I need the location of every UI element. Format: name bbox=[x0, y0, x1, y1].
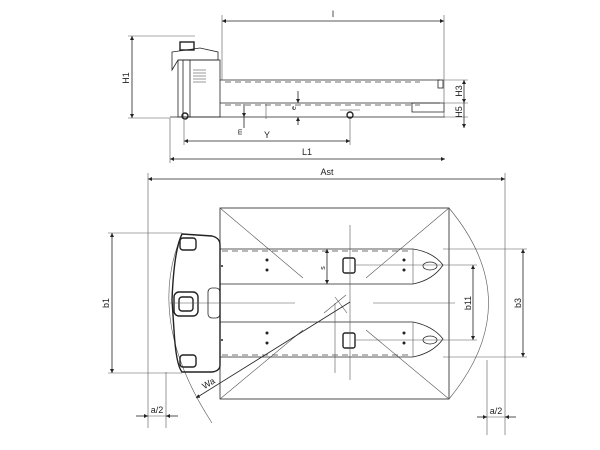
dimension-a2-right: a/2 bbox=[477, 360, 516, 435]
dim-label-b3: b3 bbox=[513, 298, 523, 308]
dimension-wa: Wa bbox=[195, 301, 351, 399]
steering-tiller-icon bbox=[173, 291, 199, 317]
dimension-b11: b11 bbox=[430, 264, 477, 341]
wheel-icon bbox=[179, 354, 197, 368]
centerlines bbox=[170, 225, 455, 380]
wheel-icon bbox=[179, 237, 197, 251]
dim-label-e: e bbox=[291, 106, 298, 110]
dimension-l: l bbox=[221, 9, 445, 117]
dimension-h3: H3 bbox=[444, 79, 468, 104]
dim-label-h3: H3 bbox=[454, 85, 464, 97]
dim-label-b11: b11 bbox=[463, 296, 473, 310]
dim-label-y: Y bbox=[264, 130, 270, 140]
dimension-h5: H5 bbox=[444, 103, 468, 128]
dimension-s: s bbox=[320, 249, 329, 284]
top-view: Ast b1 s b11 b3 Wa a bbox=[101, 167, 527, 435]
pallet-outline bbox=[219, 207, 450, 400]
dimension-b1: b1 bbox=[101, 232, 182, 374]
dimension-y: Y bbox=[183, 118, 351, 145]
load-roller-icon bbox=[342, 332, 356, 349]
dimension-ast: Ast bbox=[147, 167, 506, 435]
dim-label-h5: H5 bbox=[454, 106, 464, 118]
dim-label-wa: Wa bbox=[200, 376, 216, 391]
dim-label-a2-left: a/2 bbox=[151, 405, 164, 415]
dim-label-l1: L1 bbox=[302, 147, 312, 157]
load-roller-icon bbox=[342, 257, 356, 274]
dim-label-m: m bbox=[237, 129, 244, 135]
dimension-b3: b3 bbox=[443, 248, 527, 358]
dim-label-a2-right: a/2 bbox=[490, 406, 503, 416]
dimension-a2-left: a/2 bbox=[136, 372, 178, 428]
dim-label-h1: H1 bbox=[121, 72, 131, 84]
dim-label-b1: b1 bbox=[101, 298, 111, 308]
truck-body-side bbox=[171, 41, 221, 120]
dim-label-l: l bbox=[332, 9, 334, 19]
side-view: l H1 H3 H5 e m bbox=[121, 9, 468, 163]
dimension-m: m bbox=[237, 104, 267, 135]
dimension-l1: L1 bbox=[169, 118, 445, 163]
dimension-h1: H1 bbox=[121, 35, 195, 119]
turning-arcs bbox=[168, 207, 489, 424]
fork-side bbox=[170, 79, 445, 119]
dim-label-ast: Ast bbox=[320, 167, 334, 177]
dimension-e: e bbox=[291, 91, 300, 125]
dim-label-s: s bbox=[320, 266, 327, 270]
